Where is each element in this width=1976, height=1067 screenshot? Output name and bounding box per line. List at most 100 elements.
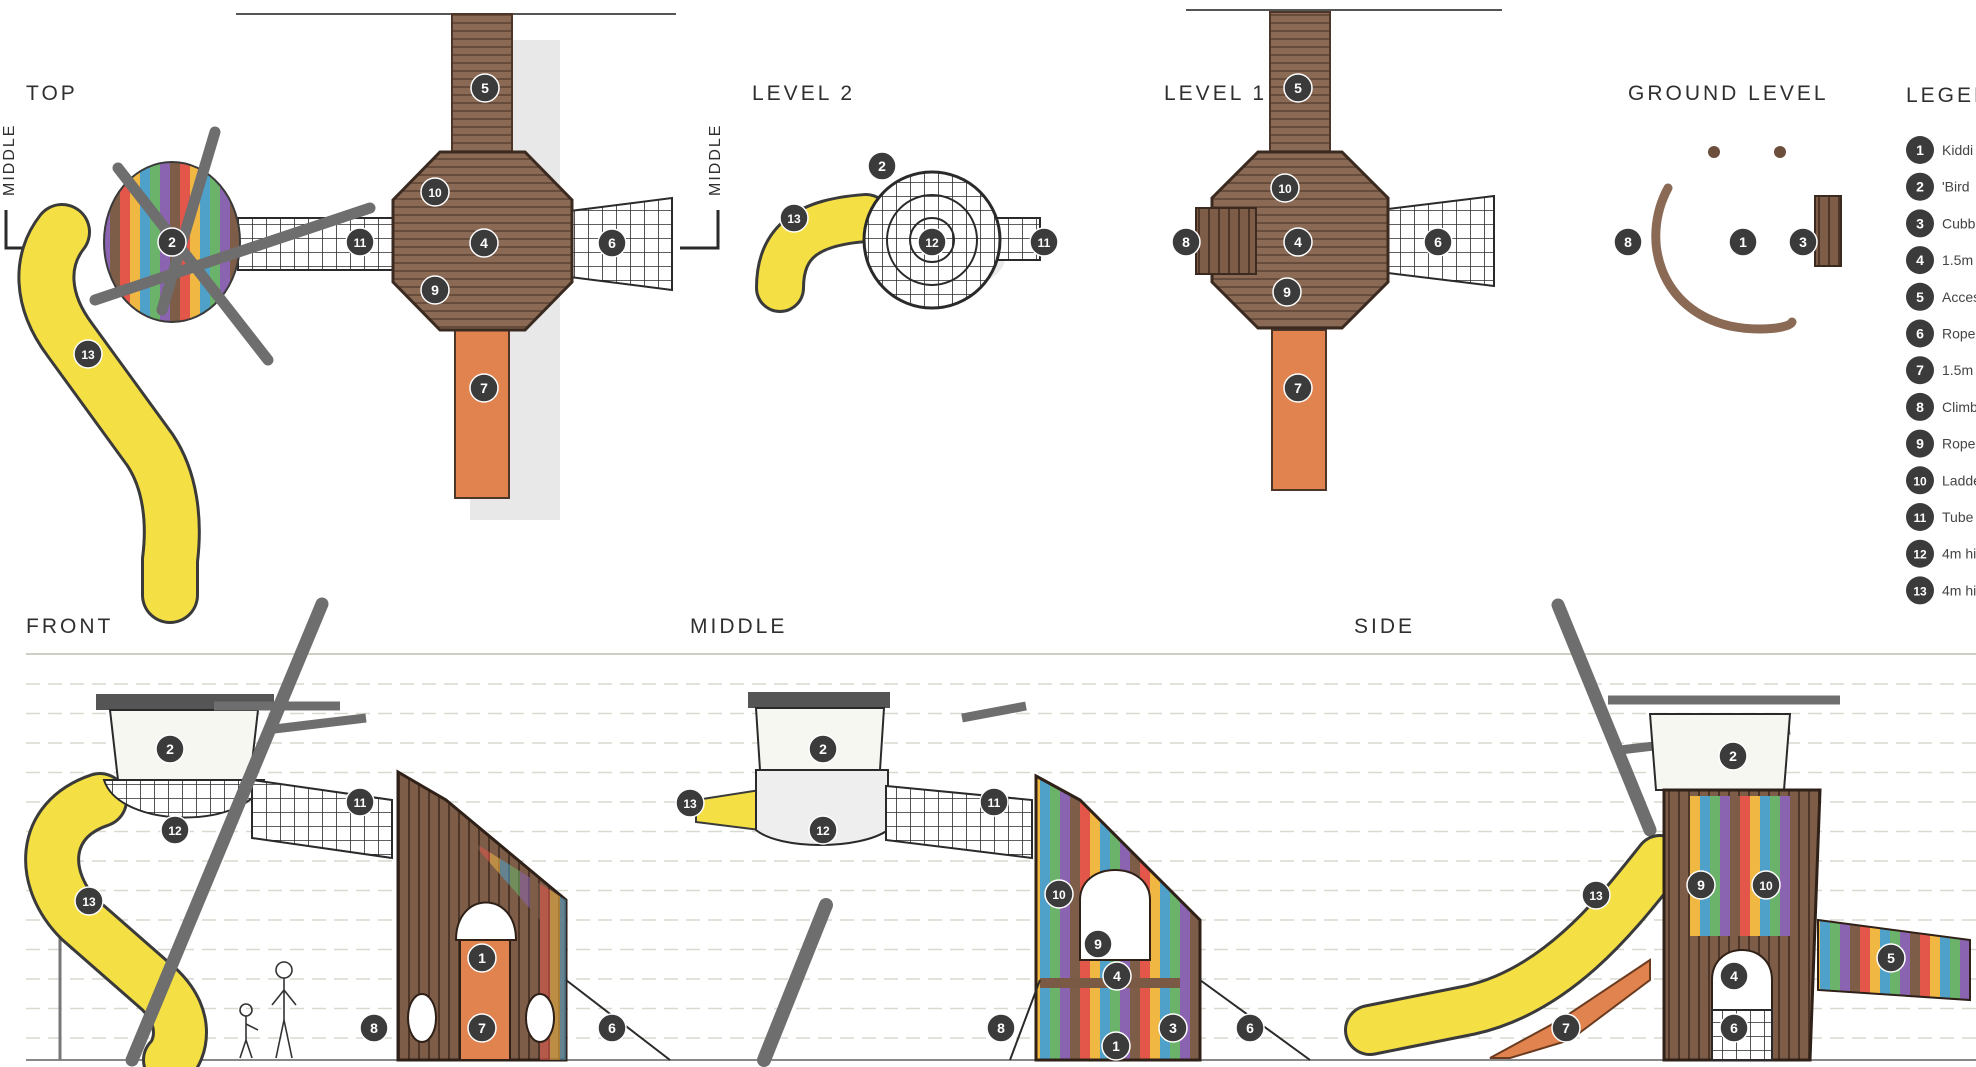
callout-marker-11: 11 xyxy=(345,787,375,817)
orange-slide xyxy=(454,329,510,499)
middle-title: MIDDLE xyxy=(690,615,787,638)
callout-marker-4: 4 xyxy=(1719,961,1749,991)
legend-number: 12 xyxy=(1913,548,1927,562)
beam xyxy=(265,713,367,735)
callout-marker-6: 6 xyxy=(597,1013,627,1043)
callout-number: 13 xyxy=(1589,889,1603,903)
callout-circle xyxy=(1551,1013,1581,1043)
callout-marker-3: 3 xyxy=(1788,227,1818,257)
callout-circle xyxy=(1719,961,1749,991)
callout-marker-6: 6 xyxy=(1719,1013,1749,1043)
legend-label: Ladde xyxy=(1942,472,1976,488)
slide-tube xyxy=(758,196,888,310)
tube-tunnel xyxy=(885,784,1033,860)
callout-circle xyxy=(470,73,500,103)
callout-number: 11 xyxy=(1038,236,1051,250)
slide-tube xyxy=(20,206,198,621)
callout-marker-3: 3 xyxy=(1158,1013,1188,1043)
legend-number: 11 xyxy=(1914,511,1927,525)
legend-number: 8 xyxy=(1916,399,1924,415)
side-view: SIDE xyxy=(1344,598,1971,1062)
callout-marker-1: 1 xyxy=(1728,227,1758,257)
callout-number: 2 xyxy=(819,741,827,757)
callout-marker-7: 7 xyxy=(469,373,499,403)
legend-marker xyxy=(1906,539,1934,568)
callout-circle xyxy=(1044,879,1074,909)
legend-item: 4 1.5m xyxy=(1906,246,1973,275)
callout-marker-12: 12 xyxy=(917,227,947,257)
legend-number: 4 xyxy=(1916,252,1924,268)
callout-circle xyxy=(469,373,499,403)
callout-number: 8 xyxy=(370,1020,378,1036)
callout-number: 8 xyxy=(1624,234,1632,250)
callout-number: 7 xyxy=(478,1020,486,1036)
callout-marker-2: 2 xyxy=(867,151,897,181)
callout-circle xyxy=(1171,227,1201,257)
legend-number: 3 xyxy=(1916,215,1924,231)
callout-marker-2: 2 xyxy=(1718,741,1748,771)
pole xyxy=(89,202,376,306)
net-ring xyxy=(909,217,955,263)
ground-title: GROUND LEVEL xyxy=(1628,82,1829,105)
level2-view: LEVEL 2 xyxy=(752,82,1041,313)
main-pole xyxy=(1551,598,1657,837)
cubby-wall xyxy=(1814,195,1842,267)
slide-tube xyxy=(27,775,205,1067)
callout-number: 11 xyxy=(354,236,367,250)
callout-marker-2: 2 xyxy=(157,227,187,257)
callout-circle xyxy=(1423,227,1453,257)
callout-number: 2 xyxy=(166,741,174,757)
callout-number: 4 xyxy=(1113,968,1121,984)
callout-circle xyxy=(986,1013,1016,1043)
callout-marker-10: 10 xyxy=(1270,173,1300,203)
callout-circle xyxy=(808,734,838,764)
callout-number: 4 xyxy=(1730,968,1738,984)
callout-number: 4 xyxy=(1294,234,1302,250)
callout-number: 2 xyxy=(168,234,176,250)
callout-circle xyxy=(917,227,947,257)
side-title: SIDE xyxy=(1354,615,1415,638)
callout-marker-5: 5 xyxy=(1876,943,1906,973)
callout-number: 9 xyxy=(1094,936,1102,952)
callout-circle xyxy=(1686,870,1716,900)
callout-circle xyxy=(1283,373,1313,403)
callout-marker-10: 10 xyxy=(1044,879,1074,909)
callout-number: 10 xyxy=(1759,879,1773,893)
callout-number: 6 xyxy=(608,235,616,251)
tower-opening xyxy=(454,901,518,941)
legend-number: 6 xyxy=(1916,326,1924,342)
nest-roof xyxy=(748,692,890,708)
callout-number: 7 xyxy=(1562,1020,1570,1036)
legend-label: Acces xyxy=(1942,289,1976,305)
callout-marker-6: 6 xyxy=(1235,1013,1265,1043)
colour-panel xyxy=(1690,796,1796,936)
post xyxy=(1708,146,1720,158)
section-marker-left-label: MIDDLE xyxy=(1,124,18,196)
callout-marker-13: 13 xyxy=(779,203,809,233)
callout-circle xyxy=(867,151,897,181)
legend-marker xyxy=(1906,503,1934,531)
callout-number: 6 xyxy=(1434,234,1442,250)
callout-number: 1 xyxy=(1112,1038,1120,1054)
legend-label: 1.5m xyxy=(1942,252,1973,268)
callout-number: 9 xyxy=(431,282,439,298)
callout-marker-11: 11 xyxy=(1029,227,1059,257)
legend-number: 9 xyxy=(1916,436,1924,452)
callout-marker-6: 6 xyxy=(597,228,627,258)
callout-number: 5 xyxy=(1294,80,1302,96)
callout-circle xyxy=(1718,741,1748,771)
callout-marker-8: 8 xyxy=(359,1013,389,1043)
legend-label: 1.5m xyxy=(1942,362,1973,378)
callout-circle xyxy=(1272,277,1302,307)
callout-marker-9: 9 xyxy=(1083,929,1113,959)
callout-marker-13: 13 xyxy=(73,339,103,369)
callout-number: 5 xyxy=(481,80,489,96)
callout-circle xyxy=(779,203,809,233)
callout-circle xyxy=(1581,880,1611,910)
